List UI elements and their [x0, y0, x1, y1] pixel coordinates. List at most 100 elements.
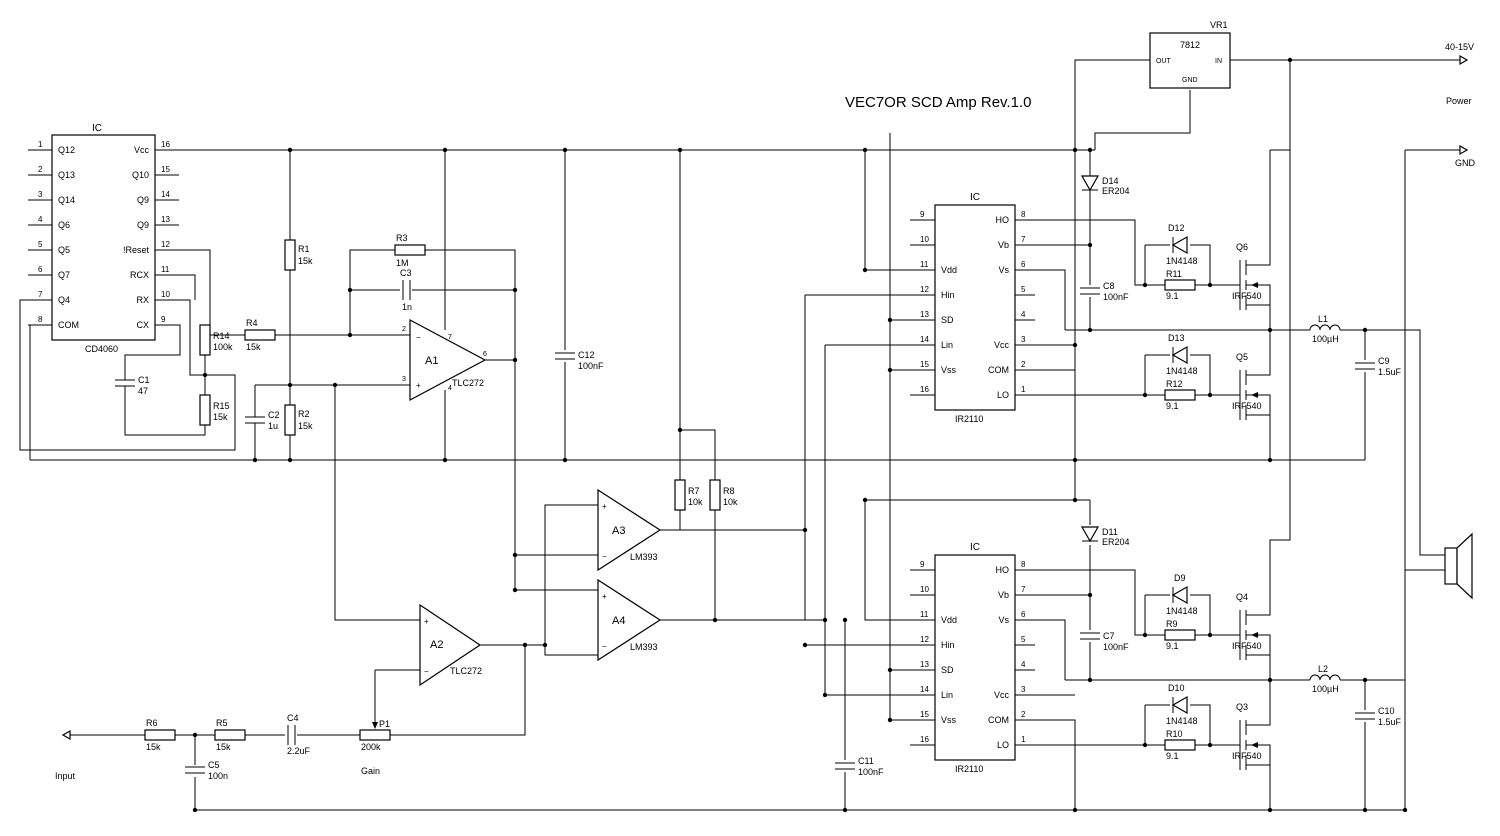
resistor-r10	[1164, 739, 1196, 751]
comparator-a3: + − A3 LM393	[597, 488, 662, 572]
q5-val: IRF540	[1232, 401, 1262, 411]
ir2110-bottom-part: IR2110	[955, 764, 983, 774]
input-label: Input	[55, 771, 76, 781]
ir2110-top-pin-label: Vdd	[941, 265, 957, 275]
a3-minus: −	[602, 552, 607, 561]
ir2110-bottom-pin-label: Vdd	[941, 615, 957, 625]
junction-dot	[1207, 632, 1213, 638]
q6-ref: Q6	[1236, 242, 1248, 252]
junction-dot	[1142, 392, 1148, 398]
r5-ref: R5	[216, 718, 228, 728]
junction-dot	[862, 147, 868, 153]
junction-dot	[192, 732, 198, 738]
l2-val: 100µH	[1312, 684, 1339, 694]
input-arrow-icon	[61, 729, 71, 741]
junction-dot	[347, 332, 353, 338]
mosfet-q3	[1235, 715, 1271, 780]
inductors: L1 100µH L2 100µH	[1309, 314, 1341, 694]
junction-dot	[1362, 327, 1368, 333]
ir2110-top-pin-number: 4	[1021, 310, 1026, 319]
junction-dot	[1142, 282, 1148, 288]
junction-dot	[1087, 147, 1093, 153]
c2-val: 1u	[268, 421, 278, 431]
ir2110-top-pin-label: COM	[988, 365, 1009, 375]
r10-val: 9.1	[1166, 751, 1179, 761]
junction-dot	[287, 382, 293, 388]
r8-val: 10k	[723, 497, 738, 507]
q5-ref: Q5	[1236, 352, 1248, 362]
junction-dot	[512, 587, 518, 593]
resistor-r12	[1164, 389, 1196, 401]
resistor-r9	[1164, 629, 1196, 641]
resistor-r15	[199, 394, 211, 426]
cd4060-pin-label: Q7	[58, 270, 70, 280]
ir2110-top-pin-label: SD	[941, 315, 954, 325]
capacitors: C1 47 C2 1u C12 100nF C5 100n C11 100nF …	[115, 268, 1402, 781]
cd4060-pin-number: 13	[161, 215, 170, 224]
junction-dot	[1087, 242, 1093, 248]
vr1-gnd-label: GND	[1182, 77, 1198, 84]
d12-ref: D12	[1168, 223, 1185, 233]
diode-d10	[1171, 695, 1188, 715]
c10-val: 1.5uF	[1378, 717, 1402, 727]
a1-ref: A1	[425, 355, 438, 367]
a1-pin-7: 7	[448, 334, 452, 341]
capacitor-c10	[1355, 712, 1375, 720]
r7-ref: R7	[688, 486, 700, 496]
ir2110-bottom-pin-number: 15	[920, 710, 929, 719]
mosfet-q6	[1235, 255, 1271, 320]
c5-val: 100n	[208, 771, 228, 781]
resistor-r2	[284, 404, 296, 436]
r2-val: 15k	[298, 421, 313, 431]
c8-val: 100nF	[1103, 292, 1129, 302]
c11-val: 100nF	[858, 767, 884, 777]
ir2110-top-pin-number: 11	[920, 260, 929, 269]
junction-dot	[1072, 457, 1078, 463]
r1-val: 15k	[298, 256, 313, 266]
inductor-l1	[1309, 324, 1341, 331]
cd4060-part: CD4060	[85, 344, 118, 354]
d10-ref: D10	[1168, 683, 1185, 693]
d14-ref: D14	[1102, 176, 1119, 186]
junction-dot	[442, 147, 448, 153]
r3-val: 1M	[396, 258, 409, 268]
a2-body	[419, 603, 482, 687]
r14-ref: R14	[213, 331, 230, 341]
ir2110-top-pin-label: Vss	[941, 365, 957, 375]
ir2110-top-pin-label: Vb	[998, 240, 1009, 250]
a1-pin-4: 4	[448, 385, 452, 392]
ir2110-bottom-pin-number: 16	[920, 735, 929, 744]
c4-val: 2.2uF	[287, 746, 311, 756]
speaker-icon	[1444, 532, 1473, 600]
r12-val: 9.1	[1166, 401, 1179, 411]
mosfet-q4	[1235, 605, 1271, 670]
supply-arrow-icon	[1459, 54, 1469, 66]
ir2110-bottom-pin-number: 1	[1021, 735, 1026, 744]
capacitor-c5	[185, 766, 205, 774]
junction-dot	[802, 642, 808, 648]
r7-val: 10k	[688, 497, 703, 507]
a4-part: LM393	[630, 642, 658, 652]
resistors: R1 15k R2 15k R14 100k R15 15k R7 10k R8…	[144, 233, 1196, 776]
r8-ref: R8	[723, 486, 735, 496]
junction-dot	[562, 147, 568, 153]
ir2110-bottom-pin-number: 10	[920, 585, 929, 594]
a1-pin-2: 2	[402, 326, 406, 333]
junction-dot	[887, 667, 893, 673]
junction-dot	[347, 287, 353, 293]
junction-dot	[522, 642, 528, 648]
l1-val: 100µH	[1312, 334, 1339, 344]
junction-dot	[677, 147, 683, 153]
capacitor-c7	[1080, 632, 1100, 640]
c12-ref: C12	[578, 350, 595, 360]
p1-wiper-arrow	[372, 722, 378, 729]
r1-ref: R1	[298, 244, 310, 254]
resistor-r3	[394, 244, 426, 256]
junction-dot	[1267, 327, 1273, 333]
r4-val: 15k	[246, 342, 261, 352]
junction-dots	[192, 57, 1408, 813]
ir2110-top-pin-number: 1	[1021, 385, 1026, 394]
l1-ref: L1	[1318, 314, 1328, 324]
diode-d11	[1080, 526, 1100, 543]
